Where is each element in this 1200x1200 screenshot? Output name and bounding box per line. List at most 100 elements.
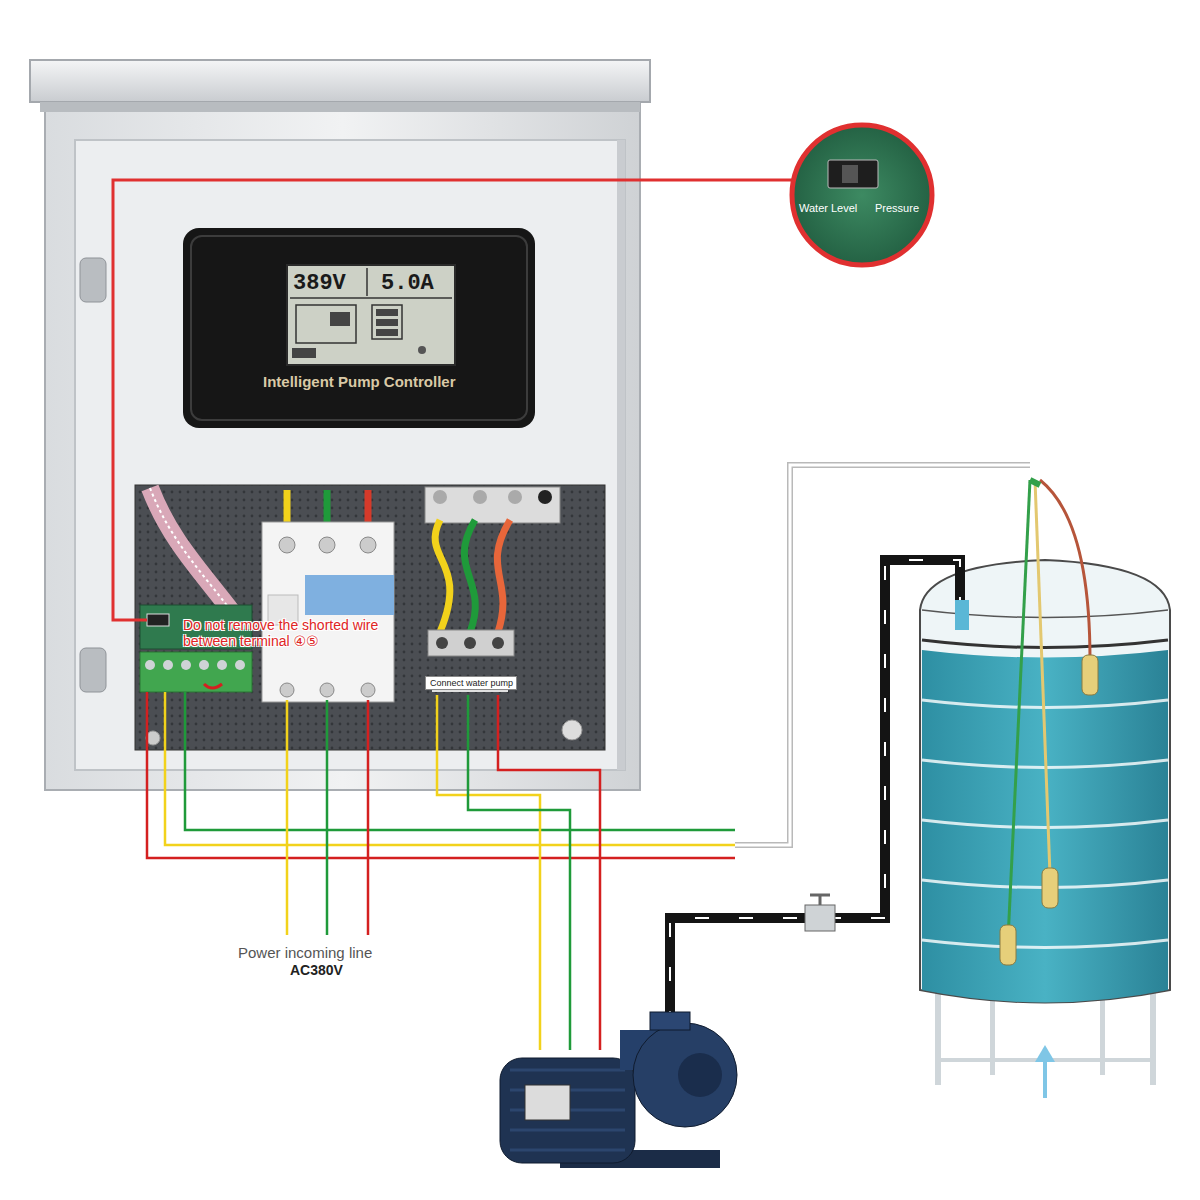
wiring-panel-part xyxy=(145,660,155,670)
water-pump xyxy=(500,1012,737,1168)
float-probes xyxy=(1000,480,1098,965)
pump-wires-part xyxy=(498,695,600,1050)
power-wires-part xyxy=(367,700,370,935)
node-text: Water Level xyxy=(799,202,857,214)
wiring-panel-part xyxy=(508,490,522,504)
wiring-panel-part xyxy=(464,520,475,632)
water-pump-part xyxy=(633,1023,737,1127)
display-panel xyxy=(183,228,535,428)
voltage-label: AC380V xyxy=(290,962,380,978)
node-text: Intelligent Pump Controller xyxy=(263,374,456,391)
wiring-panel-part xyxy=(473,490,487,504)
water-tank-part xyxy=(955,600,969,630)
water-pump-part xyxy=(650,1012,690,1030)
display-panel-part xyxy=(183,228,535,428)
display-panel-part xyxy=(376,329,398,336)
probe-wires xyxy=(147,692,735,858)
wiring-panel-part xyxy=(150,488,232,612)
terminal-label: Connect water pump xyxy=(425,676,517,690)
display-panel-part xyxy=(290,297,452,299)
water-pump-part xyxy=(525,1085,570,1120)
wiring-panel-part xyxy=(140,652,252,692)
display-panel-part xyxy=(366,268,368,296)
wiring-panel-part xyxy=(319,537,335,553)
wiring-panel-part xyxy=(428,630,514,656)
water-pump-part xyxy=(678,1053,722,1097)
wiring-panel-part xyxy=(320,683,334,697)
wiring-panel-part xyxy=(199,660,209,670)
wiring-panel-part xyxy=(360,537,376,553)
cabinet-part xyxy=(617,140,625,770)
display-panel-part xyxy=(418,346,426,354)
water-tank-part xyxy=(935,990,941,1085)
wiring-panel-part xyxy=(562,720,582,740)
water-tank-part xyxy=(922,650,1168,1003)
switch-zoom-part xyxy=(842,165,858,183)
cabinet xyxy=(30,60,650,790)
wiring-panel-part xyxy=(436,637,448,649)
cabinet-part xyxy=(45,98,640,790)
pipe-part xyxy=(805,905,835,931)
switch-zoom-part xyxy=(792,125,932,265)
pump-wires xyxy=(437,695,600,1050)
wiring-panel-part xyxy=(324,490,331,525)
switch-zoom-callout: Water Level Pressure xyxy=(797,196,927,226)
display-panel-part xyxy=(330,312,350,326)
display-panel-part xyxy=(376,309,398,316)
cabinet-part xyxy=(30,60,650,102)
wiring-panel-part xyxy=(147,614,169,626)
water-pump-part xyxy=(500,1058,635,1163)
probe-wires-part xyxy=(165,692,735,845)
wiring-panel-part xyxy=(262,522,394,702)
node-text: Pressure xyxy=(875,202,919,214)
wiring-panel-part xyxy=(279,537,295,553)
pipe-part xyxy=(810,895,830,905)
node-text: Connect water pump xyxy=(430,679,513,689)
switch-zoom-part xyxy=(828,160,878,188)
wiring-panel-part xyxy=(204,684,222,688)
wiring-panel-part xyxy=(181,660,191,670)
wiring-panel-part xyxy=(235,660,245,670)
wiring-panel-part xyxy=(497,520,510,632)
wiring-panel-part xyxy=(135,485,605,750)
power-label: Power incoming line xyxy=(238,944,428,961)
cabinet-part xyxy=(80,258,106,302)
wiring-panel-part xyxy=(163,660,173,670)
wiring-panel-part xyxy=(538,490,552,504)
probe-wires-part xyxy=(147,692,735,858)
power-wires-part xyxy=(286,700,289,935)
probe-wires-part xyxy=(185,692,735,830)
display-panel-part xyxy=(296,305,356,343)
water-tank-part xyxy=(1035,1045,1055,1062)
pipe xyxy=(670,560,960,1025)
wiring-panel-part xyxy=(217,660,227,670)
water-tank-part xyxy=(1100,995,1105,1075)
wiring-panel-part xyxy=(464,637,476,649)
cabinet-part xyxy=(40,102,640,112)
wiring-panel-part xyxy=(305,575,394,615)
power-wires-part xyxy=(326,700,329,935)
power-wires xyxy=(287,700,368,935)
node-text: 5.0A xyxy=(381,272,434,296)
wiring-panel-part xyxy=(361,683,375,697)
leader-line xyxy=(113,180,792,620)
display-panel-part xyxy=(372,305,402,339)
water-tank xyxy=(920,560,1170,1098)
wiring-panel-part xyxy=(150,488,232,612)
warning-note: Do not remove the shorted wire between t… xyxy=(183,617,423,649)
pump-wires-part xyxy=(437,695,540,1050)
float-probes-part xyxy=(1030,480,1040,485)
float-probes-part xyxy=(1000,925,1016,965)
float-probes-part xyxy=(1082,655,1098,695)
float-probes-part xyxy=(1042,868,1058,908)
node-text: 389V xyxy=(293,272,346,296)
wiring-panel-part xyxy=(365,490,372,525)
float-probes-part xyxy=(1008,480,1030,940)
wiring-panel-part xyxy=(284,490,291,525)
water-tank-part xyxy=(990,995,995,1075)
pipe-part xyxy=(670,560,960,1025)
display-panel-part xyxy=(191,236,527,420)
leader-line-part xyxy=(113,180,792,620)
